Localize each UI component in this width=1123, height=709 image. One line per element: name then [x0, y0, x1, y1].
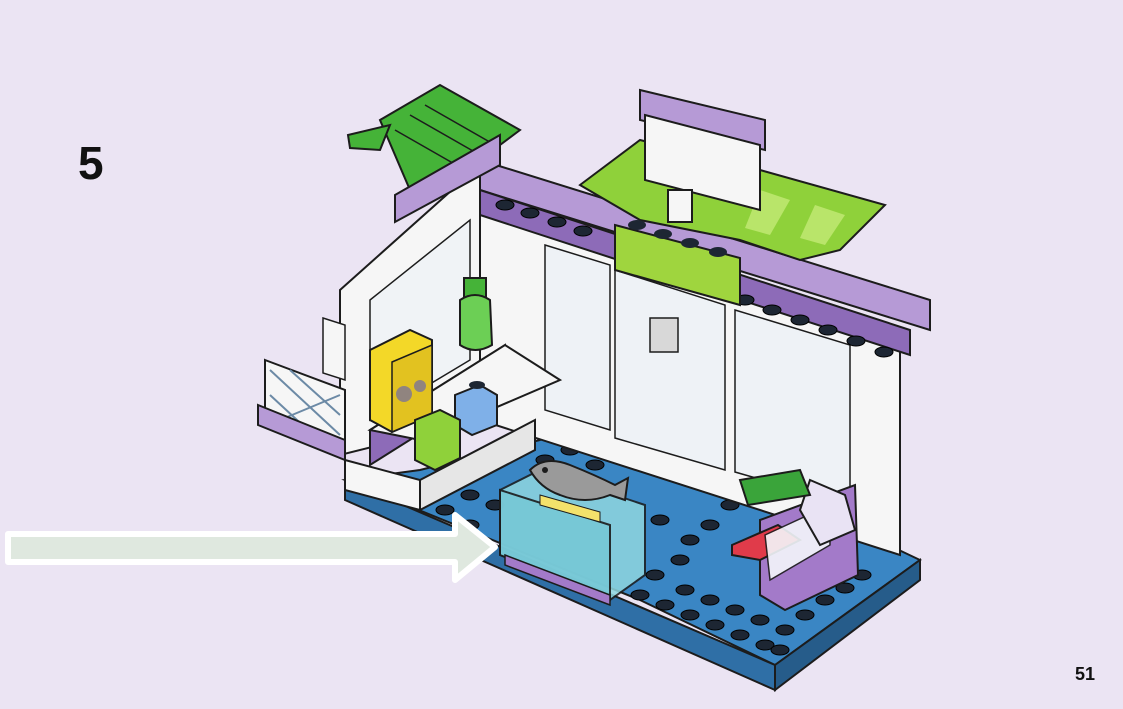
- store-sign: [639, 88, 766, 223]
- register-counter: [731, 468, 860, 612]
- shopping-basket: [346, 83, 522, 192]
- fish-piece: [528, 460, 630, 502]
- cereal-box: [369, 328, 433, 434]
- callout-arrow: [5, 512, 498, 583]
- fence-rail: [257, 316, 346, 462]
- green-bottle: [459, 277, 494, 351]
- green-box: [414, 408, 461, 472]
- page-number: 51: [1074, 664, 1095, 684]
- step-number: 5: [78, 137, 104, 189]
- roof-studs: [495, 199, 894, 358]
